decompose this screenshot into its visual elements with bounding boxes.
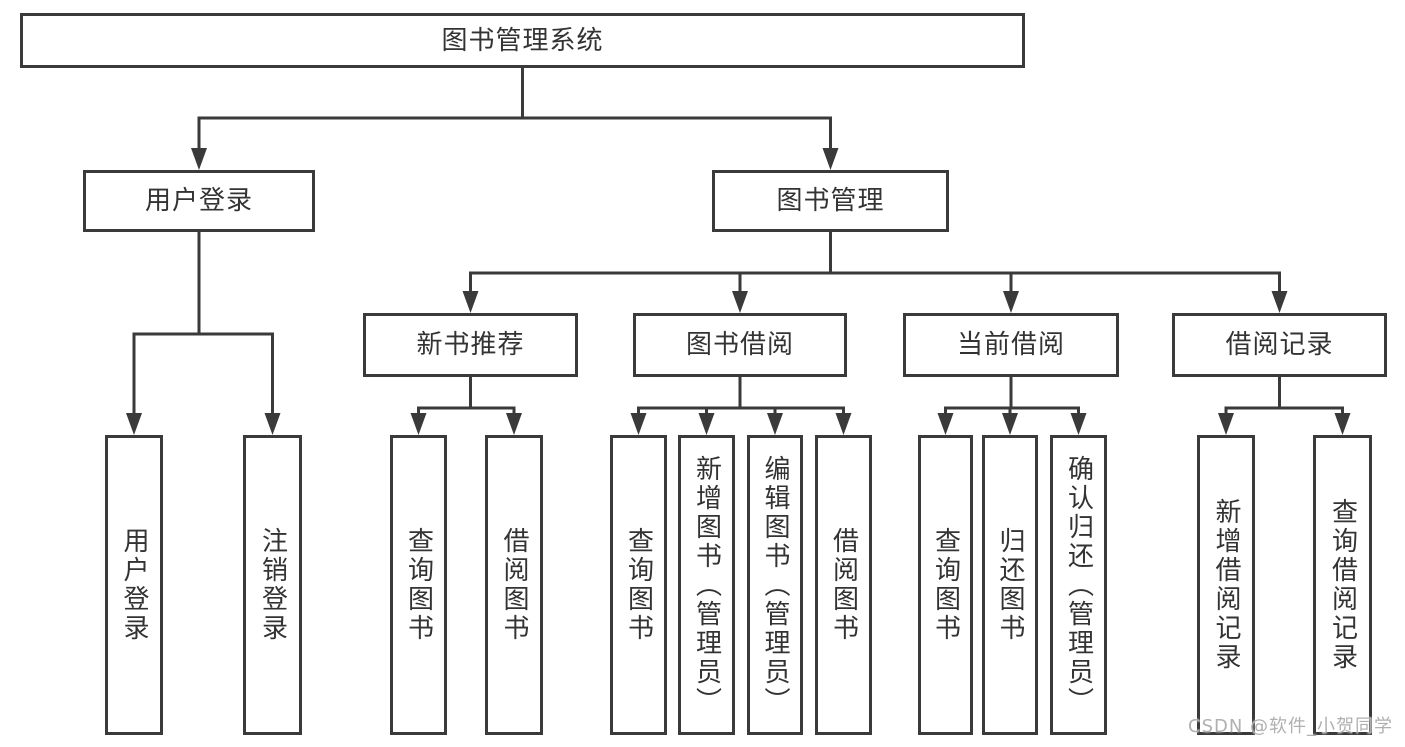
node-label: 用户登录: [119, 527, 149, 643]
node-label: 图书管理系统: [441, 25, 604, 56]
node-user-login: 用户登录: [83, 170, 315, 232]
node-label: 新增借阅记录: [1211, 498, 1241, 672]
node-label: 新增图书（管理员）: [691, 454, 722, 716]
node-current-borrow: 当前借阅: [903, 313, 1119, 377]
node-leaf-add-books-admin: 新增图书（管理员）: [678, 435, 735, 735]
node-leaf-query-books-rec: 查询图书: [390, 435, 447, 735]
node-system-root: 图书管理系统: [20, 13, 1025, 68]
node-book-management: 图书管理: [712, 170, 949, 232]
node-new-book-recommend: 新书推荐: [363, 313, 578, 377]
node-label: 借阅记录: [1225, 330, 1334, 360]
node-borrow-records: 借阅记录: [1172, 313, 1387, 377]
watermark-text: CSDN @软件_小贺同学: [1188, 716, 1394, 737]
node-label: 查询图书: [403, 527, 434, 643]
node-leaf-query-books-bor: 查询图书: [610, 435, 667, 735]
node-label: 查询图书: [623, 527, 654, 643]
node-label: 借阅图书: [499, 527, 529, 643]
node-leaf-user-login: 用户登录: [105, 435, 163, 735]
node-leaf-query-books-cur: 查询图书: [918, 435, 973, 735]
node-book-borrow: 图书借阅: [633, 313, 847, 377]
node-label: 当前借阅: [956, 330, 1065, 360]
node-leaf-query-borrow-record: 查询借阅记录: [1313, 435, 1372, 735]
node-label: 图书借阅: [685, 330, 794, 360]
node-label: 图书管理: [776, 186, 885, 216]
node-leaf-borrow-books-bor: 借阅图书: [815, 435, 872, 735]
node-label: 查询借阅记录: [1327, 498, 1358, 672]
node-label: 用户登录: [144, 186, 253, 216]
node-leaf-confirm-return: 确认归还（管理员）: [1050, 435, 1107, 735]
node-leaf-return-books: 归还图书: [982, 435, 1038, 735]
node-label: 归还图书: [995, 527, 1025, 643]
node-label: 确认归还（管理员）: [1063, 454, 1094, 716]
node-leaf-add-borrow-record: 新增借阅记录: [1197, 435, 1255, 735]
node-label: 查询图书: [930, 527, 961, 643]
node-label: 注销登录: [257, 527, 288, 643]
node-label: 编辑图书（管理员）: [760, 454, 790, 716]
node-leaf-borrow-books-rec: 借阅图书: [485, 435, 543, 735]
node-label: 新书推荐: [416, 330, 525, 360]
node-label: 借阅图书: [828, 527, 859, 643]
node-leaf-logout: 注销登录: [243, 435, 302, 735]
node-leaf-edit-books-admin: 编辑图书（管理员）: [747, 435, 803, 735]
